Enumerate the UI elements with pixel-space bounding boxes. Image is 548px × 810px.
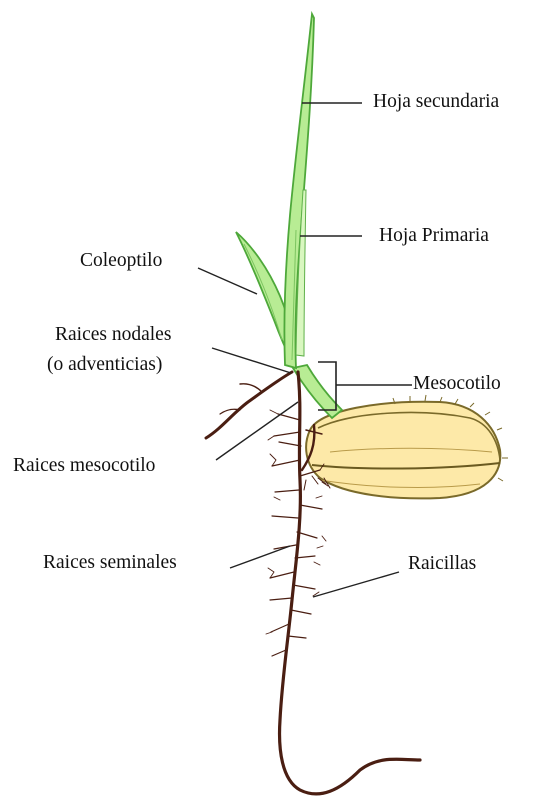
label-hoja-primaria: Hoja Primaria (379, 226, 489, 246)
label-hoja-secundaria: Hoja secundaria (373, 92, 499, 112)
label-raices-mesocotilo: Raices mesocotilo (13, 456, 155, 476)
label-raices-seminales: Raices seminales (43, 553, 177, 573)
label-mesocotilo: Mesocotilo (413, 374, 501, 394)
label-raicillas: Raicillas (408, 554, 476, 574)
label-coleoptilo: Coleoptilo (80, 251, 162, 271)
label-raices-nodales: Raices nodales (55, 325, 171, 345)
label-raices-nodales-sub: (o adventicias) (47, 355, 162, 375)
